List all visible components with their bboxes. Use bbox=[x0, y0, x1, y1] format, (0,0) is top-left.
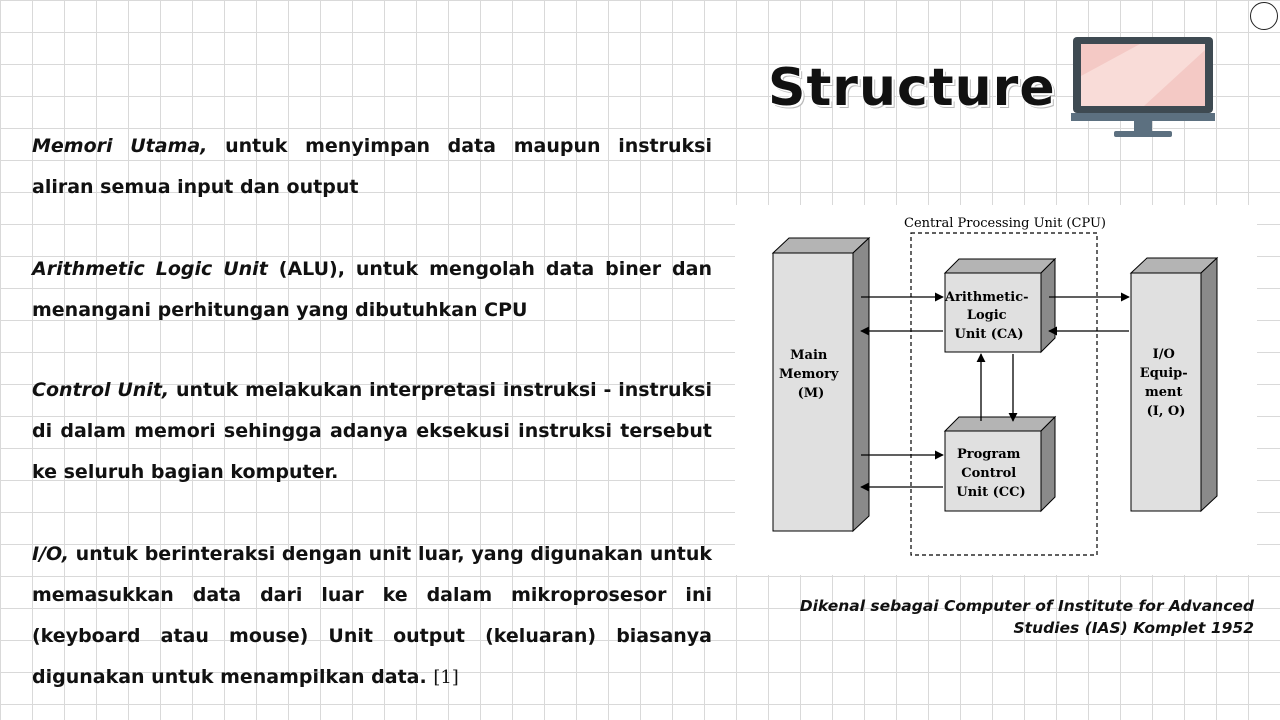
paragraph-alu: Arithmetic Logic Unit (ALU), untuk mengo… bbox=[32, 249, 712, 331]
caption-line1: Dikenal sebagai Computer of Institute fo… bbox=[799, 597, 1254, 615]
cpu-label: Central Processing Unit (CPU) bbox=[904, 216, 1106, 231]
io-label-line2: Equip- bbox=[1140, 366, 1188, 381]
monitor-icon bbox=[1070, 36, 1216, 146]
pcu-label-line1: Program bbox=[957, 447, 1021, 462]
circle-icon bbox=[1250, 2, 1278, 30]
svg-text:Main Memory (M: Main Memory (M) bbox=[779, 348, 843, 401]
diagram-caption: Dikenal sebagai Computer of Institute fo… bbox=[740, 595, 1254, 639]
term-control-unit: Control Unit, bbox=[32, 379, 170, 401]
svg-text:Program Control: Program Control Unit (CC) bbox=[956, 447, 1025, 500]
cpu-boundary bbox=[910, 232, 1098, 556]
term-main-memory: Memori Utama, bbox=[32, 135, 208, 157]
svg-text:Arithmetic- Logic: Arithmetic- Logic Unit (CA) bbox=[944, 290, 1033, 342]
main-memory-label-line3: (M) bbox=[798, 386, 825, 401]
term-alu: Arithmetic Logic Unit bbox=[32, 258, 268, 280]
io-equipment-box: I/O Equip- ment (I, O) bbox=[1129, 256, 1219, 513]
main-memory-label-line1: Main bbox=[790, 348, 828, 363]
slide-title: Structure bbox=[768, 58, 1056, 118]
main-memory-box: Main Memory (M) bbox=[771, 236, 871, 533]
desc-io: untuk berinteraksi dengan unit luar, yan… bbox=[32, 543, 712, 688]
io-label-line3: ment bbox=[1145, 385, 1182, 400]
alu-label-line1: Arithmetic- bbox=[944, 290, 1029, 305]
main-memory-label-line2: Memory bbox=[779, 367, 839, 382]
caption-line2: Studies (IAS) Komplet 1952 bbox=[1013, 619, 1254, 637]
term-io: I/O, bbox=[32, 543, 69, 565]
io-label-line4: (I, O) bbox=[1147, 404, 1186, 419]
alu-label-line2: Logic bbox=[967, 308, 1007, 323]
io-label-line1: I/O bbox=[1153, 347, 1175, 362]
paragraph-io: I/O, untuk berinteraksi dengan unit luar… bbox=[32, 534, 712, 698]
desc-alu: (ALU), untuk mengolah data biner dan men… bbox=[32, 258, 712, 321]
program-control-unit-box: Program Control Unit (CC) bbox=[943, 415, 1057, 513]
svg-text:I/O Equip- men: I/O Equip- ment (I, O) bbox=[1140, 347, 1192, 419]
alu-label-line3: Unit (CA) bbox=[955, 327, 1024, 342]
alu-box: Arithmetic- Logic Unit (CA) bbox=[943, 257, 1057, 354]
reference-marker: [1] bbox=[433, 667, 459, 688]
pcu-label-line3: Unit (CC) bbox=[956, 485, 1025, 500]
desc-control-unit: untuk melakukan interpretasi instruksi -… bbox=[32, 379, 712, 483]
cpu-structure-diagram: Central Processing Unit (CPU) Main Memor… bbox=[735, 205, 1257, 575]
desc-main-memory: untuk menyimpan data maupun instruksi al… bbox=[32, 135, 712, 198]
paragraph-main-memory: Memori Utama, untuk menyimpan data maupu… bbox=[32, 126, 712, 208]
paragraph-control-unit: Control Unit, untuk melakukan interpreta… bbox=[32, 370, 712, 493]
pcu-label-line2: Control bbox=[961, 466, 1016, 481]
